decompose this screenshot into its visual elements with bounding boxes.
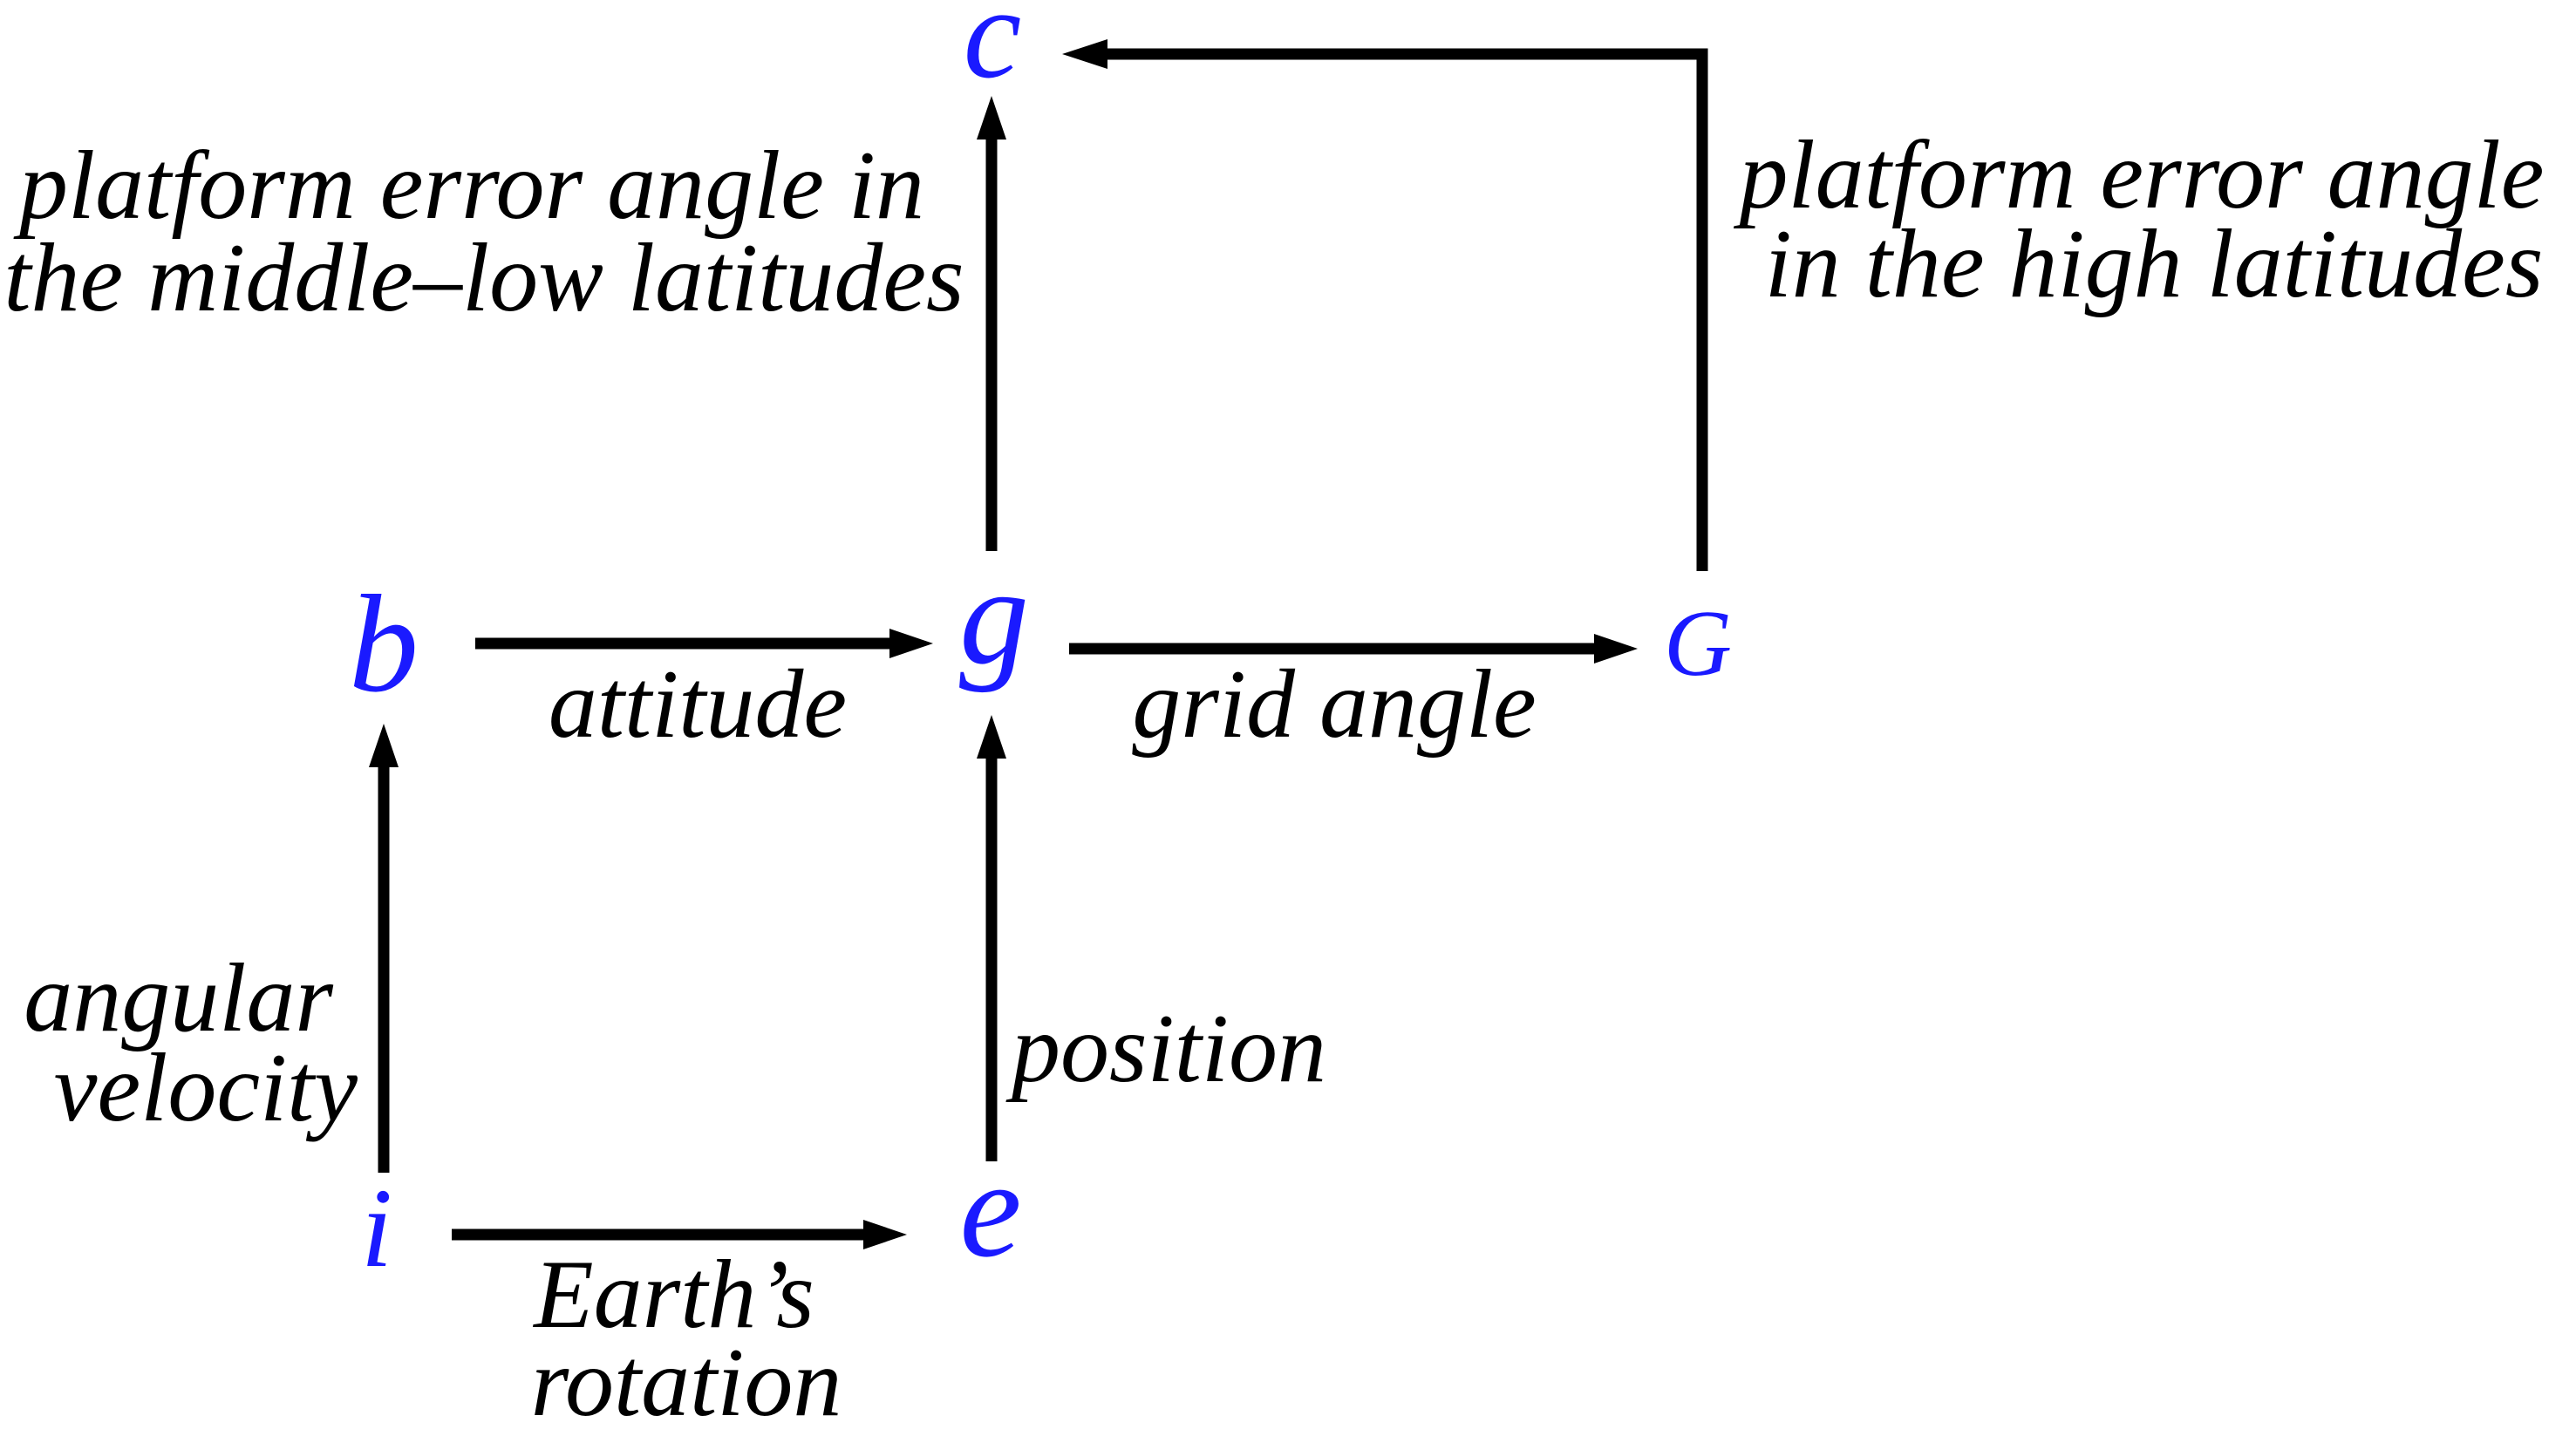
label-line: platform error angle in	[13, 132, 924, 240]
label-line: platform error angle	[1734, 121, 2545, 229]
label-line: Earth’s	[532, 1241, 814, 1349]
edge-label-middle-low-latitudes: platform error angle in the middle–low l…	[3, 132, 964, 332]
node-b: b	[349, 566, 419, 721]
arrowhead-icon	[369, 724, 399, 767]
arrowhead-icon	[1594, 634, 1638, 664]
edge-label-grid-angle: grid angle	[1132, 650, 1537, 759]
edge-b-to-g	[475, 629, 933, 658]
edge-g-to-c	[977, 96, 1006, 551]
arrowhead-icon	[1062, 39, 1107, 69]
node-g: g	[959, 538, 1029, 693]
node-G: G	[1664, 592, 1732, 696]
label-line: velocity	[54, 1034, 358, 1142]
node-e: e	[959, 1131, 1021, 1286]
label-line: the middle–low latitudes	[3, 224, 964, 332]
label-line: rotation	[531, 1329, 842, 1436]
node-c: c	[964, 0, 1022, 105]
node-i: i	[361, 1166, 392, 1291]
edge-i-to-b	[369, 724, 399, 1173]
edge-label-high-latitudes: platform error angle in the high latitud…	[1734, 121, 2569, 318]
label-line: angular	[24, 944, 333, 1052]
arrowhead-icon	[863, 1220, 907, 1249]
edge-e-to-g	[977, 715, 1006, 1161]
arrowhead-icon	[889, 629, 933, 658]
arrowhead-icon	[977, 715, 1006, 759]
edge-i-to-e	[452, 1220, 907, 1249]
arrowhead-icon	[977, 96, 1006, 140]
edge-label-position: position	[1005, 995, 1326, 1103]
edge-label-earths-rotation: Earth’s rotation	[531, 1241, 842, 1436]
label-line: in the high latitudes	[1765, 210, 2544, 318]
edge-g-to-G	[1069, 634, 1638, 664]
edge-label-angular-velocity: angular velocity	[24, 944, 358, 1142]
edge-label-attitude: attitude	[549, 650, 847, 759]
edge-G-to-c	[1062, 39, 1708, 571]
